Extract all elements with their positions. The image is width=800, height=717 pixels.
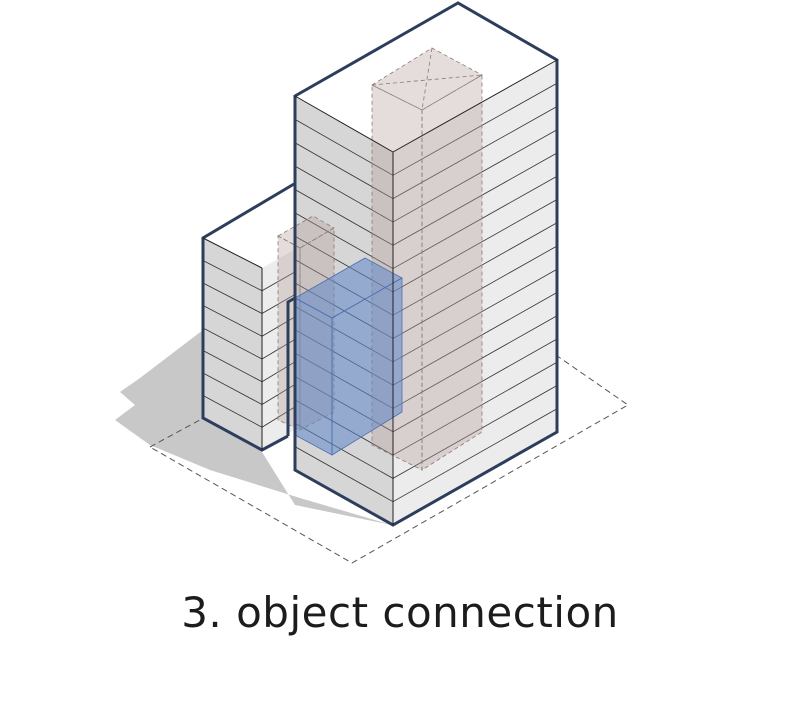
tower-floor-line — [392, 106, 558, 199]
annex-roof-edge — [202, 237, 263, 269]
building-outlines — [201, 1, 559, 527]
tower-floor-line — [392, 292, 558, 386]
tower-floor-line — [392, 82, 558, 176]
tower-roof — [295, 3, 557, 152]
diagram-caption: 3. object connection — [181, 588, 619, 637]
tower-floor-line — [294, 119, 394, 176]
tower-roof-edge — [392, 59, 558, 153]
annex-floor-line — [202, 327, 263, 360]
core-right-face — [421, 74, 483, 471]
site-boundary — [148, 282, 629, 564]
tower-outline — [293, 1, 559, 527]
tower-floor-line — [294, 165, 394, 223]
annex-left-facade — [203, 238, 262, 450]
tower-floor-line — [392, 385, 558, 479]
tower-floor-line — [392, 129, 558, 223]
tower-floor-line — [392, 338, 558, 433]
ground-shadow — [115, 330, 392, 525]
tower-floor-line — [392, 199, 558, 293]
core-top-diagonal — [421, 47, 433, 111]
connector-outline — [286, 296, 296, 436]
tower-floor-line — [392, 315, 558, 409]
annex-outline — [201, 182, 295, 452]
connector-right — [331, 277, 403, 456]
shadow-shape — [115, 330, 392, 525]
tower-floor-line — [392, 175, 558, 269]
annex-floor-line — [202, 305, 263, 337]
tower-floor-line — [294, 142, 394, 199]
annex-roof — [203, 184, 294, 268]
annex-floor-line — [202, 282, 263, 314]
tower-floor-line — [392, 245, 558, 339]
core-top-diagonal — [371, 74, 483, 86]
tower-floor-line — [392, 268, 558, 363]
annex-floor-line — [202, 372, 263, 405]
annex-floor-line — [202, 395, 263, 428]
site-boundary-dashed — [148, 282, 629, 564]
blue-connection-volume — [294, 257, 403, 456]
annex-floor-line — [202, 260, 263, 292]
annex-floor-line — [261, 272, 295, 292]
annex-floor-line — [202, 350, 263, 383]
tower-floor-line — [392, 408, 558, 503]
tower-floor-line — [392, 222, 558, 316]
tower-floor-line — [294, 212, 394, 269]
tower-roof-edge — [294, 95, 394, 153]
connector-left — [294, 297, 333, 456]
tower-floor-line — [392, 152, 558, 246]
tower-floor-line — [294, 189, 394, 246]
annex-building — [202, 184, 295, 450]
tower-floor-line — [392, 361, 558, 456]
tower-floor-line — [294, 446, 394, 503]
